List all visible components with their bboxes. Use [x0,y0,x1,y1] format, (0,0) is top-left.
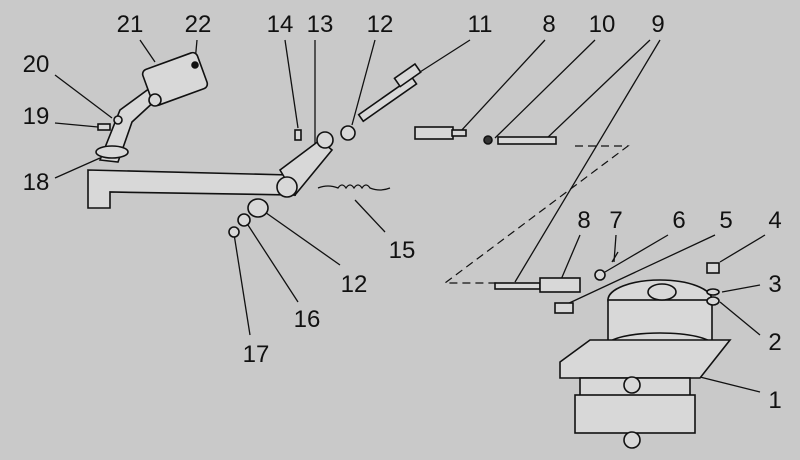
push-rod-lower [494,251,619,314]
callout-15: 15 [389,237,416,264]
callout-16: 16 [294,306,321,333]
callout-6: 6 [672,207,685,234]
callout-3: 3 [768,271,781,298]
callout-8-top: 8 [542,11,555,38]
callout-9: 9 [651,11,664,38]
callout-1: 1 [768,387,781,414]
callout-19: 19 [23,103,50,130]
callout-18: 18 [23,169,50,196]
callout-20: 20 [23,51,50,78]
brake-pedal-lever [87,51,334,209]
callout-10: 10 [589,11,616,38]
bushings-washers [228,125,356,238]
brake-valve [559,262,732,449]
adjusting-rod-upper [357,62,557,145]
return-spring [317,184,391,191]
callout-13: 13 [307,11,334,38]
assembly-path [443,145,630,284]
callout-12-bottom: 12 [341,271,368,298]
callout-5: 5 [719,207,732,234]
callout-17: 17 [243,341,270,368]
callout-4: 4 [768,207,781,234]
callout-8-bottom: 8 [577,207,590,234]
callout-12-top: 12 [367,11,394,38]
callout-labels: 21 22 14 13 12 11 8 10 9 20 19 18 15 8 7… [23,11,782,414]
callout-11: 11 [468,11,493,38]
callout-7: 7 [609,207,622,234]
callout-2: 2 [768,329,781,356]
callout-14: 14 [267,11,294,38]
callout-21: 21 [117,11,144,38]
callout-22: 22 [185,11,212,38]
leader-lines [54,39,766,393]
